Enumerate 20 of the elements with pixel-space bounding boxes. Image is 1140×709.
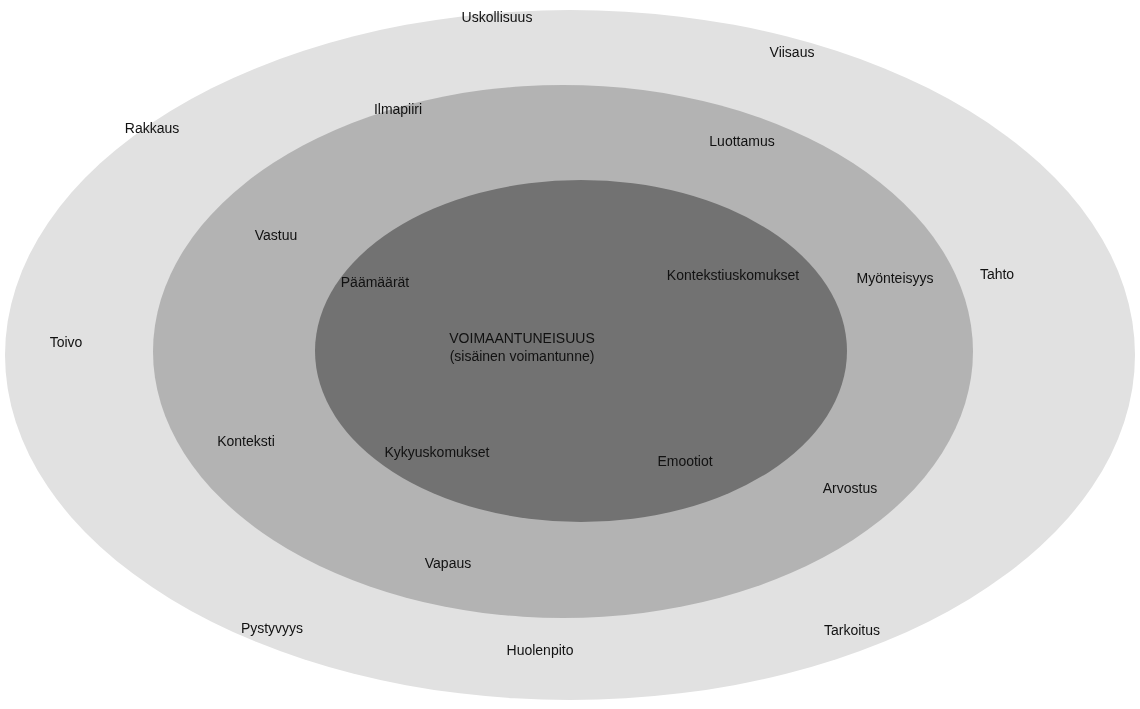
word-label: Vapaus (424, 555, 472, 571)
word-label: Tahto (979, 266, 1015, 282)
word-label: Päämäärät (340, 274, 410, 290)
word-label: Emootiot (657, 453, 713, 469)
word-label: Tarkoitus (824, 622, 880, 638)
word-label: Viisaus (769, 44, 815, 60)
word-label: Rakkaus (124, 120, 180, 136)
word-label: Huolenpito (506, 642, 574, 658)
word-label: Ilmapiiri (373, 101, 423, 117)
word-label: Pystyvyys (240, 620, 304, 636)
word-label: Vastuu (254, 227, 298, 243)
word-label: Luottamus (709, 133, 775, 149)
word-label: Kykyuskomukset (384, 444, 490, 460)
word-label: Arvostus (822, 480, 878, 496)
center-title: VOIMAANTUNEISUUS (sisäinen voimantunne) (448, 329, 596, 365)
word-label: Kontekstiuskomukset (666, 267, 800, 283)
word-label: Toivo (49, 334, 83, 350)
word-label: Konteksti (217, 433, 275, 449)
word-label: Myönteisyys (856, 270, 934, 286)
word-label: Uskollisuus (461, 9, 533, 25)
